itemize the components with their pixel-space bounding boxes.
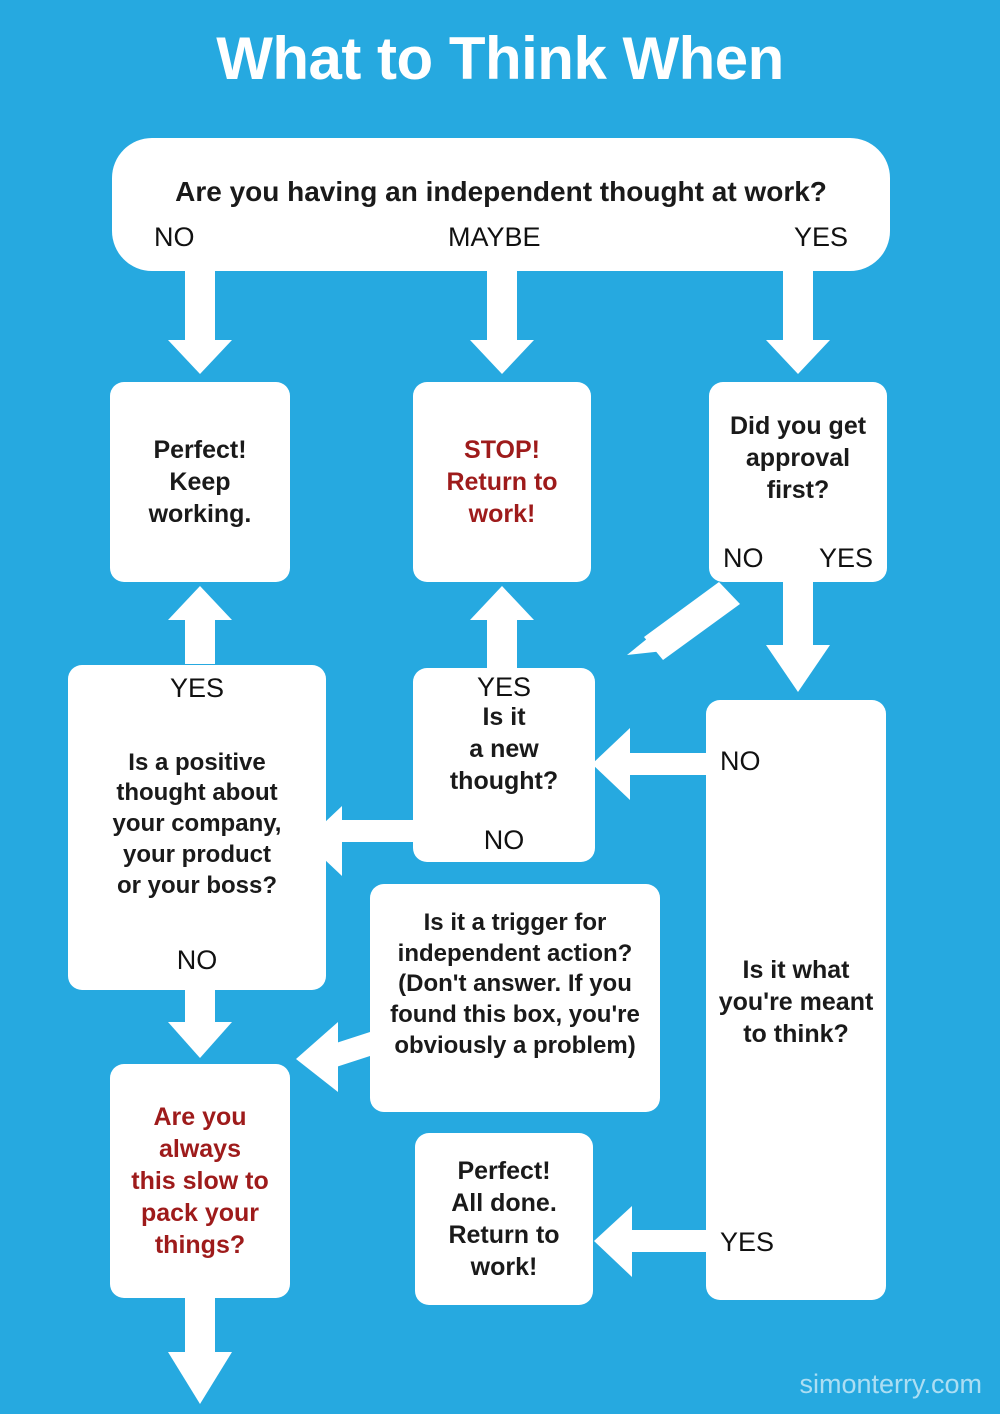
watermark: simonterry.com bbox=[799, 1369, 982, 1399]
node-positive-line4: your product bbox=[123, 840, 271, 868]
edge-label-meant-yes: YES bbox=[720, 1227, 775, 1257]
arrow-q1-no-down bbox=[168, 271, 232, 374]
arrow-positive-no-down bbox=[168, 990, 232, 1058]
node-q1-text: Are you having an independent thought at… bbox=[175, 176, 827, 208]
node-stop-line3: work! bbox=[468, 500, 536, 528]
arrow-approval-no-diagonal bbox=[627, 582, 740, 660]
node-approval-line1: Did you get bbox=[729, 412, 867, 440]
node-slow-line3: this slow to bbox=[131, 1167, 269, 1195]
node-newthought-line1: Is it bbox=[482, 703, 526, 731]
edge-label-q1-maybe: MAYBE bbox=[447, 222, 541, 252]
node-trigger-line1: Is it a trigger for bbox=[423, 909, 607, 936]
node-positive-line2: thought about bbox=[116, 779, 278, 807]
node-meant-line2: you're meant bbox=[718, 988, 874, 1016]
node-trigger-line2: independent action? bbox=[397, 939, 633, 967]
arrow-newthought-yes-up bbox=[470, 586, 534, 670]
edge-label-positive-yes: YES bbox=[169, 673, 225, 703]
edge-label-q1-no: NO bbox=[154, 222, 195, 252]
arrow-q1-maybe-down bbox=[470, 271, 534, 374]
edge-label-approval-yes: YES bbox=[818, 543, 873, 573]
node-perfect-keep-working[interactable]: Perfect! Keep working. bbox=[110, 382, 290, 582]
arrow-meant-yes-left bbox=[594, 1206, 709, 1277]
node-newthought-line2: a new bbox=[469, 735, 539, 763]
edge-label-q1-yes: YES bbox=[793, 222, 848, 252]
arrow-positive-yes-up bbox=[168, 586, 232, 664]
node-stop-return-to-work[interactable]: STOP! Return to work! bbox=[413, 382, 591, 582]
node-meant-line3: to think? bbox=[743, 1020, 849, 1048]
edge-label-positive-no: NO bbox=[176, 945, 218, 975]
node-positive-line1: Is a positive bbox=[128, 748, 266, 776]
arrow-trigger-left bbox=[296, 1022, 370, 1092]
node-newthought-line3: thought? bbox=[449, 767, 559, 795]
node-slow-line5: things? bbox=[154, 1231, 246, 1259]
node-positive-thought[interactable]: YES Is a positive thought about your com… bbox=[68, 665, 326, 990]
node-alldone-line3: Return to bbox=[448, 1221, 560, 1249]
node-perfect-keep-line1: Perfect! bbox=[153, 436, 247, 464]
node-positive-line3: your company, bbox=[112, 810, 282, 838]
node-is-it-what-youre-meant-to-think[interactable]: NO Is it what you're meant to think? YES bbox=[706, 700, 886, 1300]
arrow-approval-yes-down bbox=[766, 582, 830, 692]
node-perfect-all-done[interactable]: Perfect! All done. Return to work! bbox=[415, 1133, 593, 1305]
node-perfect-keep-line3: working. bbox=[148, 500, 252, 528]
node-alldone-line1: Perfect! bbox=[457, 1157, 551, 1185]
node-trigger-line5: obviously a problem) bbox=[394, 1031, 636, 1059]
node-is-it-a-new-thought[interactable]: YES Is it a new thought? NO bbox=[413, 668, 595, 862]
node-meant-line1: Is it what bbox=[742, 956, 850, 984]
node-alldone-line2: All done. bbox=[451, 1189, 557, 1217]
node-trigger-independent-action[interactable]: Is it a trigger for independent action? … bbox=[370, 884, 660, 1112]
node-pack-your-things[interactable]: Are you always this slow to pack your th… bbox=[110, 1064, 290, 1298]
node-approval-line3: first? bbox=[766, 476, 830, 504]
node-trigger-line4: found this box, you're bbox=[390, 1001, 640, 1029]
arrow-slow-down-offpage bbox=[168, 1298, 232, 1404]
node-approval-line2: approval bbox=[745, 444, 851, 472]
page-title: What to Think When bbox=[216, 25, 784, 92]
node-did-you-get-approval[interactable]: Did you get approval first? NO YES bbox=[709, 382, 887, 582]
edge-label-newthought-no: NO bbox=[483, 825, 525, 855]
node-slow-line4: pack your bbox=[140, 1199, 260, 1227]
node-perfect-keep-line2: Keep bbox=[169, 468, 231, 496]
node-slow-line1: Are you bbox=[153, 1103, 247, 1131]
edge-label-newthought-yes: YES bbox=[476, 672, 532, 702]
node-alldone-line4: work! bbox=[470, 1253, 538, 1281]
arrow-q1-yes-down bbox=[766, 271, 830, 374]
arrow-meant-no-left bbox=[592, 728, 709, 800]
edge-label-approval-no: NO bbox=[723, 543, 764, 573]
edge-label-meant-no: NO bbox=[720, 746, 761, 776]
node-stop-line2: Return to bbox=[446, 468, 558, 496]
node-stop-line1: STOP! bbox=[464, 436, 540, 464]
node-independent-thought[interactable]: Are you having an independent thought at… bbox=[112, 138, 890, 271]
node-slow-line2: always bbox=[158, 1135, 241, 1163]
node-trigger-line3: (Don't answer. If you bbox=[398, 970, 632, 998]
node-positive-line5: or your boss? bbox=[116, 871, 278, 899]
